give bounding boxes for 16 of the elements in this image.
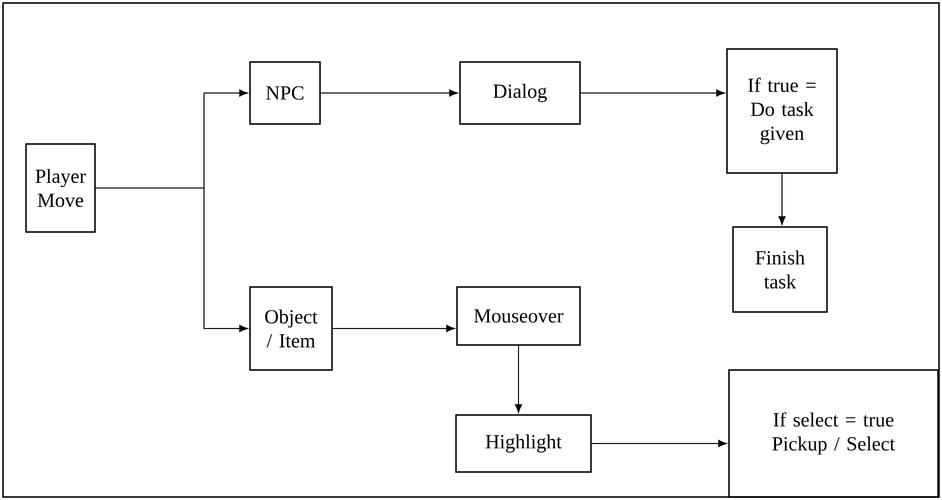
process-box: Highlight	[455, 414, 592, 473]
arrow	[580, 89, 725, 97]
process-box: Object / Item	[249, 286, 333, 371]
arrow	[320, 89, 458, 97]
process-box: If true = Do task given	[726, 48, 838, 174]
process-box: If select = true Pickup / Select	[728, 369, 939, 498]
process-box: Player Move	[25, 143, 96, 233]
process-box: Dialog	[459, 61, 581, 125]
arrow	[778, 173, 786, 225]
arrow	[95, 188, 248, 332]
arrow	[332, 324, 455, 332]
process-box: Mouseover	[456, 286, 581, 346]
arrow	[514, 345, 522, 413]
arrow	[591, 440, 727, 448]
process-box: NPC	[249, 61, 321, 125]
process-box: Finish task	[732, 226, 828, 313]
